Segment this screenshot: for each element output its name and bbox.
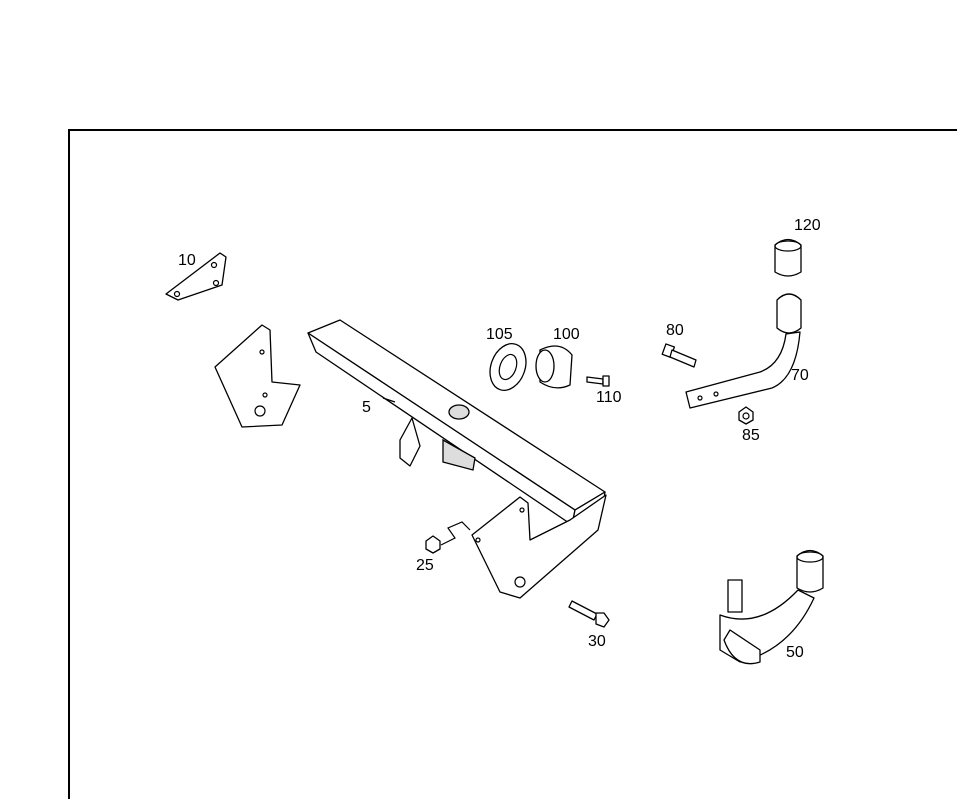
callout-25[interactable]: 25 — [416, 557, 434, 574]
part-70-ball-neck[interactable] — [685, 293, 802, 409]
callout-105[interactable]: 105 — [486, 326, 513, 343]
part-30-bolt[interactable] — [568, 600, 610, 628]
part-110-screw[interactable] — [586, 375, 610, 387]
part-25-nut[interactable] — [425, 521, 471, 554]
callout-100[interactable]: 100 — [553, 326, 580, 343]
callout-5[interactable]: 5 — [362, 399, 371, 416]
part-50-detachable-ball-neck[interactable] — [719, 549, 824, 665]
callout-80[interactable]: 80 — [666, 322, 684, 339]
part-80-bolt[interactable] — [661, 343, 697, 368]
diagram-frame — [68, 129, 957, 799]
callout-110[interactable]: 110 — [596, 389, 622, 406]
callout-30[interactable]: 30 — [588, 633, 606, 650]
callout-70[interactable]: 70 — [791, 367, 809, 384]
part-100-socket[interactable] — [535, 345, 573, 389]
leader-5 — [382, 397, 396, 403]
callout-120[interactable]: 120 — [794, 217, 821, 234]
part-85-nut[interactable] — [738, 406, 754, 425]
callout-10[interactable]: 10 — [178, 252, 196, 269]
part-10-plate[interactable] — [165, 252, 227, 301]
callout-85[interactable]: 85 — [742, 427, 760, 444]
part-105-gasket[interactable] — [484, 339, 532, 396]
part-120-cap[interactable] — [774, 238, 802, 277]
callout-50[interactable]: 50 — [786, 644, 804, 661]
part-5-crossmember[interactable] — [214, 319, 607, 599]
